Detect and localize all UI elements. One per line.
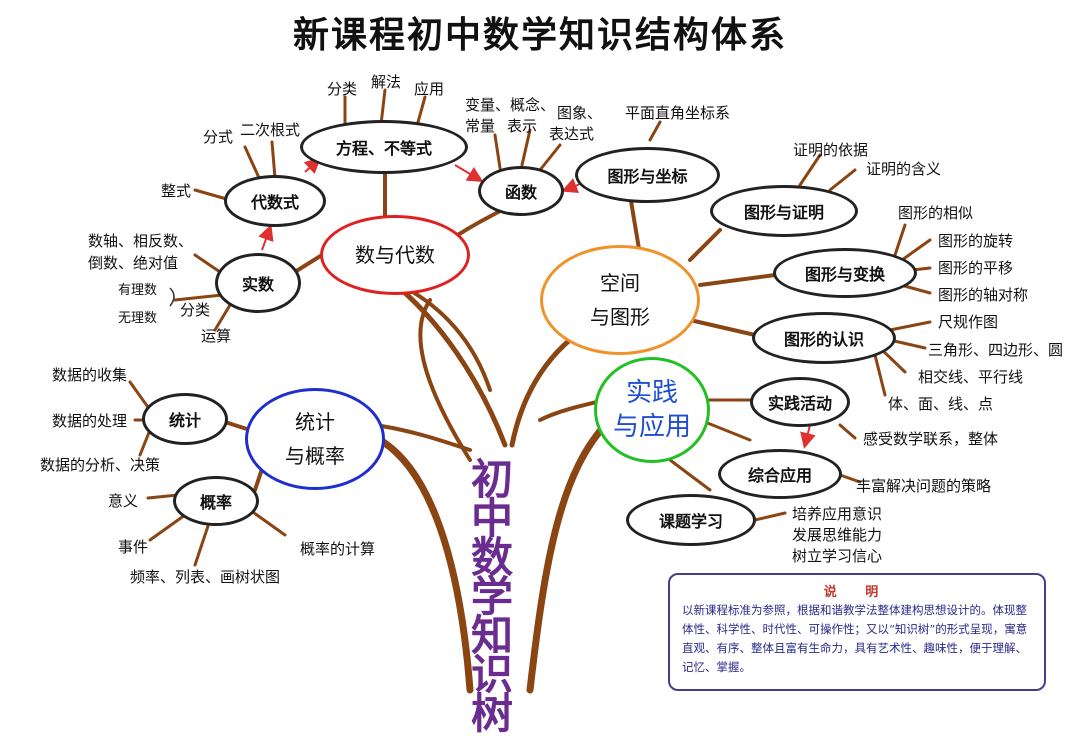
node-equations: 方程、不等式 <box>300 120 468 174</box>
center-statistics-label: 统计 与概率 <box>285 410 345 468</box>
label-process: 数据的处理 <box>52 412 128 430</box>
label-plane: 平面直角坐标系 <box>625 104 731 122</box>
label-fraction: 分式 <box>203 128 234 146</box>
node-comprehensive: 综合应用 <box>718 449 842 499</box>
center-space-figure-label: 空间 与图形 <box>590 271 650 329</box>
trunk-right <box>526 416 614 694</box>
label-feel: 感受数学联系，整体 <box>863 430 999 448</box>
node-activity: 实践活动 <box>750 377 850 427</box>
label-strategy: 丰富解决问题的策略 <box>856 477 992 495</box>
label-integral: 整式 <box>161 182 192 200</box>
label-ruler: 尺规作图 <box>938 313 999 331</box>
node-real-label: 实数 <box>241 275 274 294</box>
center-number-algebra: 数与代数 <box>320 215 470 295</box>
center-statistics-probability: 统计 与概率 <box>245 388 385 490</box>
node-coordinates-label: 图形与坐标 <box>607 167 688 186</box>
node-comprehensive-label: 综合应用 <box>747 466 812 485</box>
center-practice: 实践 与应用 <box>594 357 710 463</box>
label-radical: 二次根式 <box>240 121 301 139</box>
label-numline1: 数轴、相反数、 <box>88 232 194 250</box>
node-coordinates: 图形与坐标 <box>575 147 720 203</box>
label-calc: 概率的计算 <box>300 540 376 558</box>
page-title: 新课程初中数学知识结构体系 <box>292 14 787 56</box>
node-algebraic: 代数式 <box>224 175 326 227</box>
label-event: 事件 <box>118 538 149 556</box>
label-numline2: 倒数、绝对值 <box>88 254 179 272</box>
vertical-title: 初中数学知识树 <box>470 455 513 738</box>
label-collect: 数据的收集 <box>52 366 128 384</box>
node-function: 函数 <box>478 166 564 216</box>
label-rational: 有理数 <box>118 283 158 298</box>
label-lines: 相交线、平行线 <box>918 368 1024 386</box>
label-classify2: 分类 <box>180 301 211 319</box>
label-proof-meaning: 证明的含义 <box>866 160 942 178</box>
note-box: 说 明 以新课程标准为参照，根据和谐教学法整体建构思想设计的。体现整体性、科学性… <box>668 573 1046 691</box>
node-real: 实数 <box>215 253 301 313</box>
label-var2: 常量 <box>465 117 496 135</box>
label-solid: 体、面、线、点 <box>888 395 994 413</box>
label-translate: 图形的平移 <box>938 259 1014 277</box>
node-probability: 概率 <box>173 476 259 526</box>
node-equations-label: 方程、不等式 <box>335 139 432 158</box>
label-irrational: 无理数 <box>118 311 158 326</box>
node-transform: 图形与变换 <box>773 248 917 298</box>
label-var1: 变量、概念、 <box>465 96 556 114</box>
node-recognition: 图形的认识 <box>752 312 896 364</box>
node-topic-study: 课题学习 <box>626 494 756 546</box>
label-symmetric: 图形的轴对称 <box>938 286 1029 304</box>
label-shapes: 三角形、四边形、圆 <box>928 341 1064 359</box>
trunk-left <box>376 436 474 694</box>
label-apply: 应用 <box>414 80 445 98</box>
label-proof-basis: 证明的依据 <box>793 141 869 159</box>
label-frequency: 频率、列表、画树状图 <box>130 568 281 586</box>
node-transform-label: 图形与变换 <box>804 265 885 284</box>
label-classify: 分类 <box>327 80 358 98</box>
label-develop: 发展思维能力 <box>792 526 883 544</box>
label-similar: 图形的相似 <box>898 204 974 222</box>
note-body: 以新课程标准为参照，根据和谐教学法整体建构思想设计的。体现整体性、科学性、时代性… <box>682 603 1028 674</box>
node-statistics-label: 统计 <box>168 411 201 430</box>
node-recognition-label: 图形的认识 <box>783 330 864 349</box>
node-proof-label: 图形与证明 <box>743 203 824 222</box>
node-function-label: 函数 <box>504 183 537 202</box>
node-algebraic-label: 代数式 <box>250 193 299 212</box>
label-operation: 运算 <box>201 327 232 345</box>
node-probability-label: 概率 <box>199 493 232 512</box>
node-statistics: 统计 <box>142 393 228 445</box>
center-number-algebra-label: 数与代数 <box>355 243 435 267</box>
note-title: 说 明 <box>823 585 891 600</box>
center-practice-label: 实践 与应用 <box>612 378 691 442</box>
label-var3: 表示 <box>507 117 538 135</box>
branch-trunk-top <box>418 298 472 462</box>
label-solve: 解法 <box>371 73 402 91</box>
node-topic-label: 课题学习 <box>658 512 723 531</box>
label-meaning: 意义 <box>108 492 139 510</box>
trunk-mid <box>387 277 508 448</box>
label-image2: 表达式 <box>549 125 595 143</box>
label-image1: 图象、 <box>557 104 603 122</box>
center-space-figure: 空间 与图形 <box>540 245 700 355</box>
label-cultivate: 培养应用意识 <box>792 505 883 523</box>
label-confidence: 树立学习信心 <box>792 547 883 565</box>
label-rotate: 图形的旋转 <box>938 232 1014 250</box>
node-activity-label: 实践活动 <box>767 394 832 413</box>
label-analysis: 数据的分析、决策 <box>40 456 161 474</box>
node-proof: 图形与证明 <box>710 185 858 237</box>
